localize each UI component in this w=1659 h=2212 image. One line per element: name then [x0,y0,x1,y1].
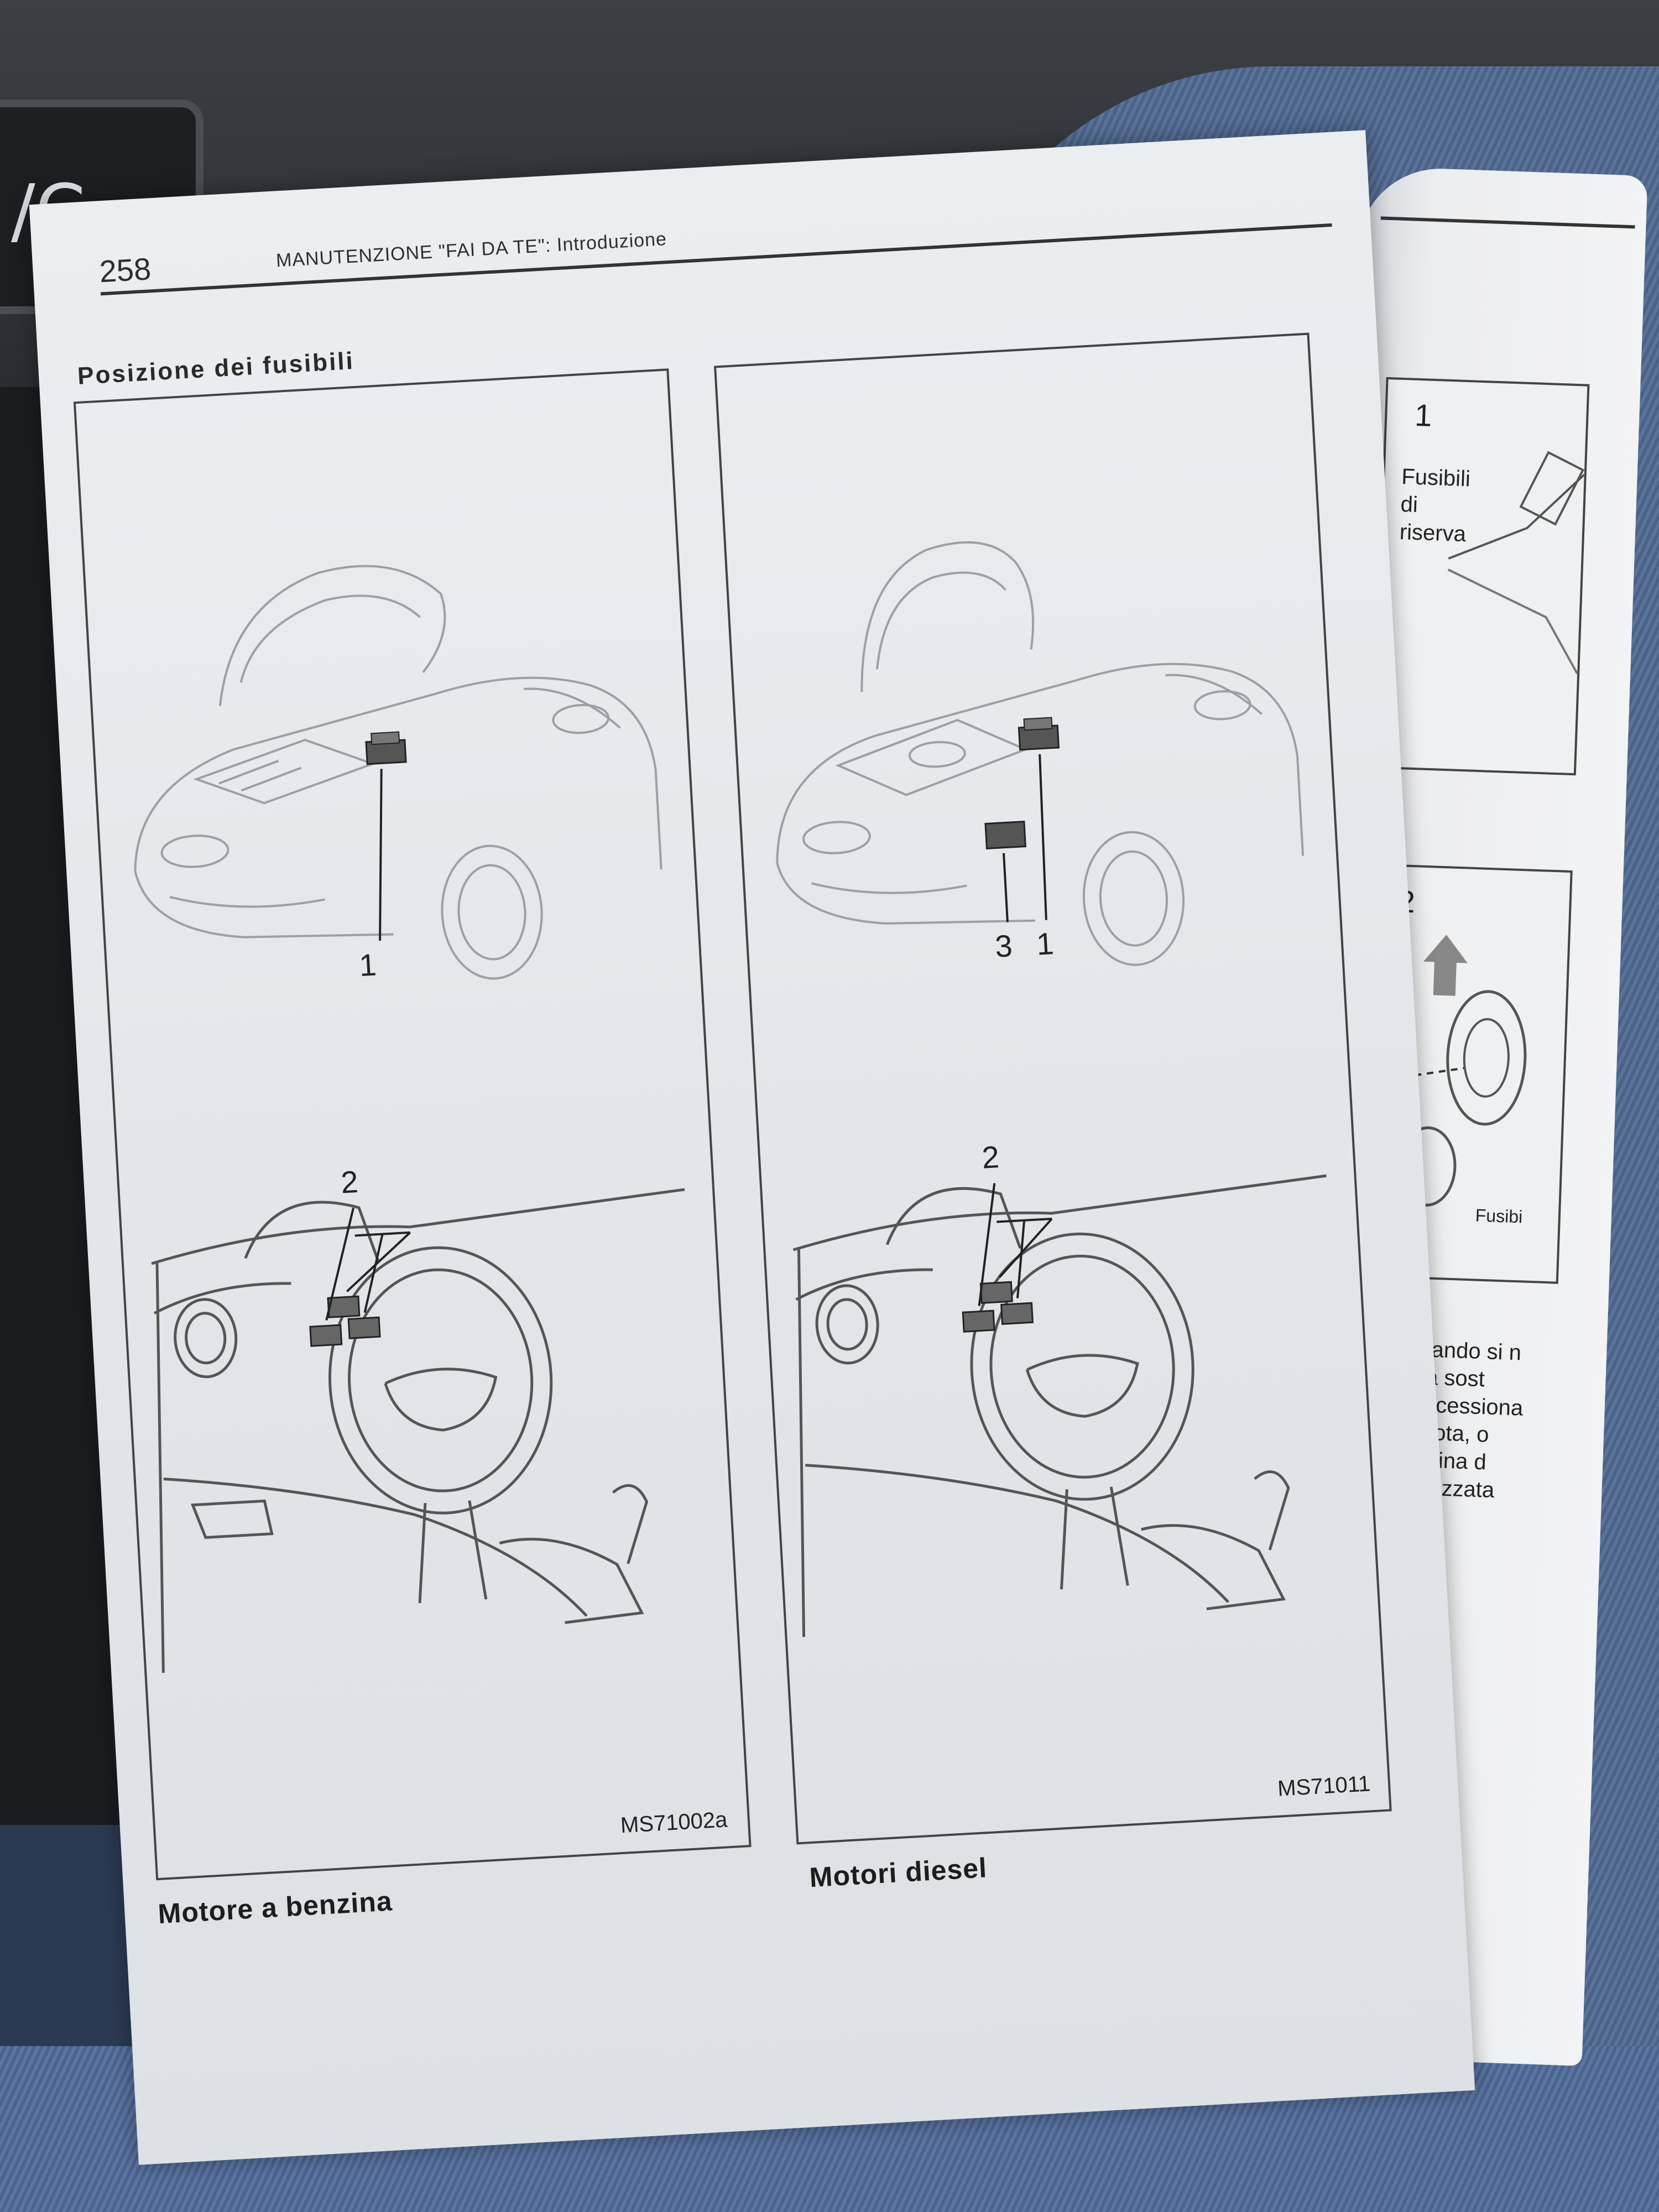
diesel-caption: Motori diesel [808,1852,988,1893]
diagram-code: MS71011 [1276,1771,1371,1801]
section-title: Posizione dei fusibili [76,347,356,390]
label-2: 2 [980,1139,1000,1175]
fuse-label: Fusibi [1475,1205,1523,1227]
relay-box-icon [984,821,1026,850]
petrol-engine-diagram: 1 2 MS71002a [73,368,752,1881]
page-header: 258 MANUTENZIONE "FAI DA TE": Introduzio… [98,184,1332,296]
next-page: 1 Fusibili di riserva 2 Fusibi 3. Quan [1294,166,1648,2067]
diesel-engine-diagram: 3 1 2 MS71011 [713,332,1392,1845]
fuse-box-icon [1018,717,1060,751]
label-3: 3 [994,928,1014,964]
fuse-puller-illustration [1396,935,1527,1207]
fuse-box-cluster-icon [962,1281,1034,1333]
page-number: 258 [98,251,152,289]
next-page-rule [1380,216,1635,229]
diesel-car-illustration [776,541,1327,1637]
label-1: 1 [358,947,378,983]
fuse-box-cluster-icon [309,1295,381,1347]
manual-page: 258 MANUTENZIONE "FAI DA TE": Introduzio… [29,130,1475,2165]
fuse-spare-box: 1 Fusibili di riserva [1372,377,1590,776]
petrol-car-illustration [134,565,685,1673]
spare-fuse-illustration [1447,451,1585,675]
label-2: 2 [340,1164,359,1200]
label-1: 1 [1035,926,1055,962]
page-title: MANUTENZIONE "FAI DA TE": Introduzione [275,228,667,272]
fuse-removal-box: 2 Fusibi [1354,863,1573,1284]
fuse-box-icon [365,731,407,765]
petrol-caption: Motore a benzina [157,1885,393,1930]
